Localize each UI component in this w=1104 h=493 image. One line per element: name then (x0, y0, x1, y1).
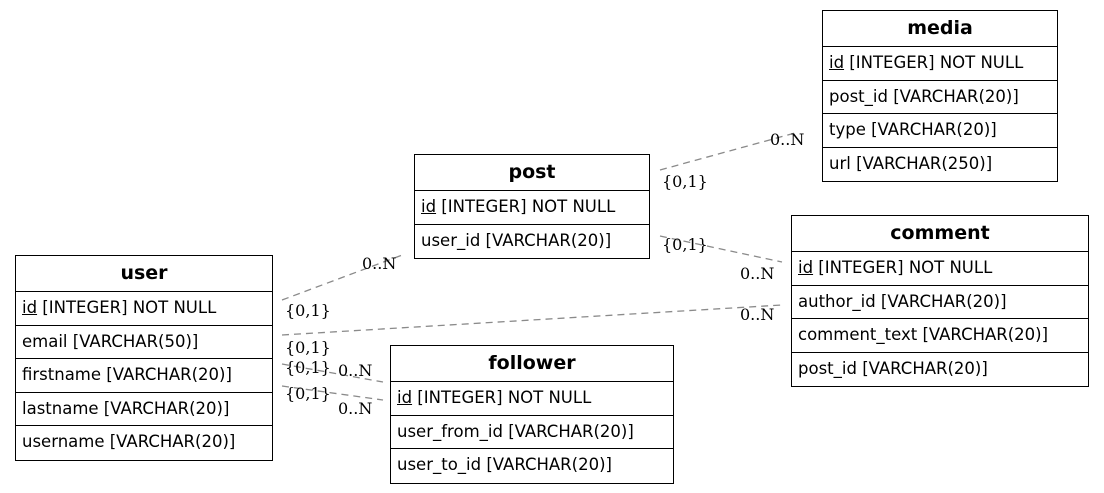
attr-name: username (22, 432, 105, 452)
attr-row: type [VARCHAR(20)] (823, 114, 1057, 148)
attr-row: post_id [VARCHAR(20)] (792, 353, 1088, 387)
attr-row: username [VARCHAR(20)] (16, 426, 272, 460)
attr-name: lastname (22, 398, 99, 418)
attr-name: post_id (798, 358, 857, 378)
attr-row: id [INTEGER] NOT NULL (16, 292, 272, 326)
attr-type: [VARCHAR(20)] (98, 398, 230, 418)
attr-name: id (421, 197, 437, 216)
attr-name: id (829, 53, 845, 72)
attr-name: user_to_id (397, 455, 482, 475)
attr-type: [VARCHAR(20)] (856, 358, 988, 378)
attr-name: id (798, 258, 814, 277)
card-post-media-to: 0..N (770, 130, 804, 149)
attr-row: post_id [VARCHAR(20)] (823, 81, 1057, 115)
attr-name: id (397, 388, 413, 407)
attr-type: [VARCHAR(20)] (481, 455, 612, 475)
attr-row: firstname [VARCHAR(20)] (16, 359, 272, 393)
card-user-follower-1-to: 0..N (338, 361, 372, 380)
card-user-post-from: {0,1} (285, 301, 331, 320)
attr-name: comment_text (798, 325, 918, 345)
attr-type: [VARCHAR(250)] (850, 153, 993, 173)
attr-type: [VARCHAR(20)] (875, 291, 1007, 311)
attr-type: [VARCHAR(20)] (887, 86, 1019, 106)
attr-row: user_from_id [VARCHAR(20)] (391, 416, 673, 450)
entity-user[interactable]: user id [INTEGER] NOT NULL email [VARCHA… (15, 255, 273, 461)
edge-user-post (281, 253, 406, 301)
attr-type: [VARCHAR(20)] (480, 230, 612, 250)
card-user-comment-from: {0,1} (285, 338, 331, 357)
card-user-post-to: 0..N (362, 254, 396, 273)
entity-title: media (823, 11, 1057, 47)
entity-title: follower (391, 346, 673, 382)
card-user-comment-to: 0..N (740, 305, 774, 324)
attr-row: user_id [VARCHAR(20)] (415, 225, 649, 259)
attr-type: [VARCHAR(20)] (101, 365, 232, 385)
attr-type: [INTEGER] NOT NULL (412, 388, 592, 407)
edge-user-follower-1 (281, 363, 384, 383)
attr-name: id (22, 298, 38, 317)
card-post-media-from: {0,1} (662, 172, 708, 191)
entity-title: post (415, 155, 649, 191)
card-user-follower-1-from: {0,1} (285, 358, 331, 377)
entity-post[interactable]: post id [INTEGER] NOT NULL user_id [VARC… (414, 154, 650, 260)
attr-name: author_id (798, 291, 876, 311)
edge-user-follower-2 (281, 385, 384, 401)
attr-name: post_id (829, 86, 888, 106)
attr-row: id [INTEGER] NOT NULL (792, 252, 1088, 286)
attr-name: user_from_id (397, 421, 503, 441)
entity-media[interactable]: media id [INTEGER] NOT NULL post_id [VAR… (822, 10, 1058, 183)
attr-row: comment_text [VARCHAR(20)] (792, 319, 1088, 353)
attr-row: email [VARCHAR(50)] (16, 326, 272, 360)
card-post-comment-to: 0..N (740, 264, 774, 283)
attr-type: [INTEGER] NOT NULL (844, 53, 1024, 72)
card-user-follower-2-to: 0..N (338, 399, 372, 418)
attr-row: user_to_id [VARCHAR(20)] (391, 449, 673, 483)
edge-user-comment (281, 304, 783, 336)
attr-row: id [INTEGER] NOT NULL (415, 191, 649, 225)
attr-type: [VARCHAR(20)] (865, 120, 997, 140)
attr-type: [VARCHAR(20)] (917, 325, 1049, 345)
card-user-follower-2-from: {0,1} (285, 384, 331, 403)
edge-post-comment (659, 235, 783, 263)
attr-type: [INTEGER] NOT NULL (813, 258, 993, 277)
entity-follower[interactable]: follower id [INTEGER] NOT NULL user_from… (390, 345, 674, 484)
attr-row: id [INTEGER] NOT NULL (823, 47, 1057, 81)
attr-type: [VARCHAR(20)] (104, 432, 236, 452)
entity-title: user (16, 256, 272, 292)
attr-type: [INTEGER] NOT NULL (436, 197, 616, 216)
attr-name: firstname (22, 365, 102, 385)
attr-name: email (22, 331, 68, 351)
card-post-comment-from: {0,1} (662, 235, 708, 254)
attr-type: [VARCHAR(50)] (67, 331, 199, 351)
attr-row: author_id [VARCHAR(20)] (792, 286, 1088, 320)
attr-type: [VARCHAR(20)] (502, 421, 634, 441)
attr-row: lastname [VARCHAR(20)] (16, 393, 272, 427)
attr-row: id [INTEGER] NOT NULL (391, 382, 673, 416)
attr-type: [INTEGER] NOT NULL (37, 298, 217, 317)
attr-row: url [VARCHAR(250)] (823, 148, 1057, 182)
entity-comment[interactable]: comment id [INTEGER] NOT NULL author_id … (791, 215, 1089, 388)
attr-name: user_id (421, 230, 481, 250)
attr-name: url (829, 153, 851, 173)
attr-name: type (829, 120, 866, 140)
entity-title: comment (792, 216, 1088, 252)
